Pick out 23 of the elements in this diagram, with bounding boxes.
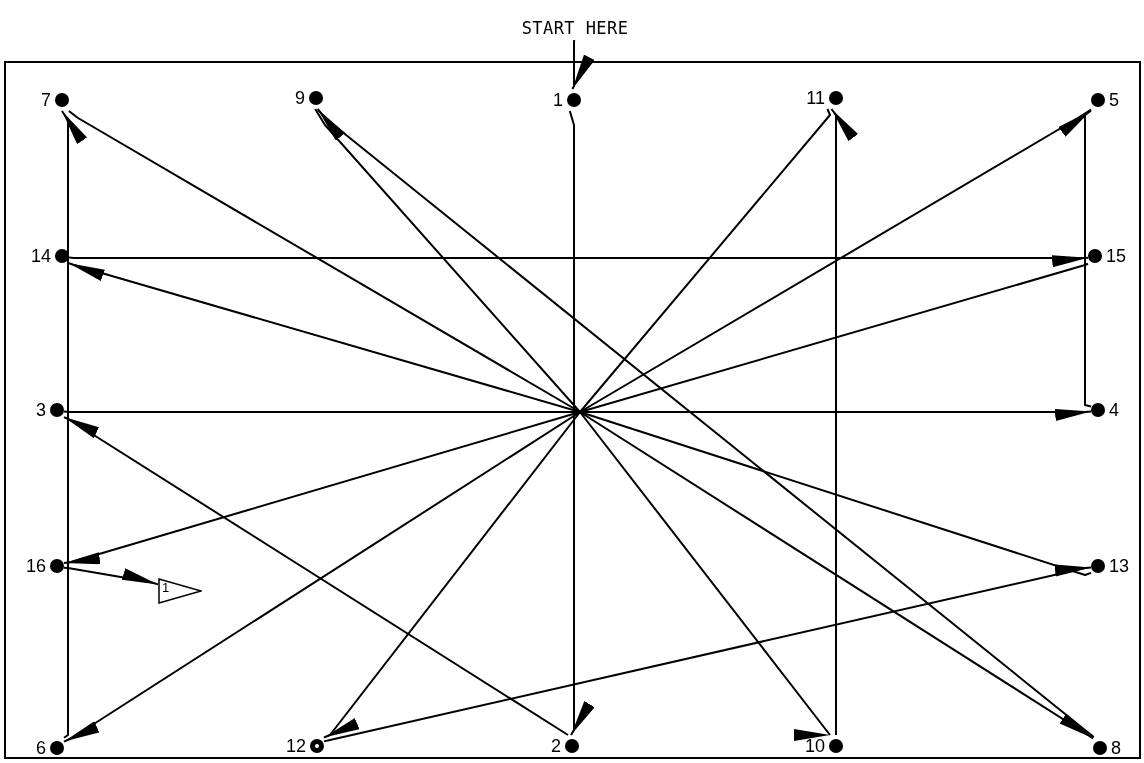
start-label: START HERE [520,18,630,40]
bolt-number: 9 [295,89,305,107]
bolt-number: 7 [41,91,51,109]
note-flag: 1 [158,578,202,604]
bolt-number: 16 [25,557,46,575]
sequence-arrow [60,110,88,739]
bolt-number: 4 [1109,401,1119,419]
bolt-number: 15 [1106,247,1127,265]
bolt-number: 13 [1109,557,1130,575]
sequence-arrow [1058,109,1092,408]
sequence-arrow [830,108,859,736]
bolt-number: 8 [1111,739,1121,757]
bolt-number: 2 [551,737,561,755]
bolt-number: 1 [553,91,563,109]
bolt-number: 10 [804,737,825,755]
bolt-number: 11 [806,89,825,107]
bolt-number: 12 [285,737,306,755]
bolt-number: 5 [1109,91,1119,109]
bolt-number: 3 [36,401,46,419]
sequence-arrow [63,566,159,586]
bolt-number: 14 [30,247,51,265]
sequence-arrow [571,39,595,90]
bolt-number: 6 [36,739,46,757]
